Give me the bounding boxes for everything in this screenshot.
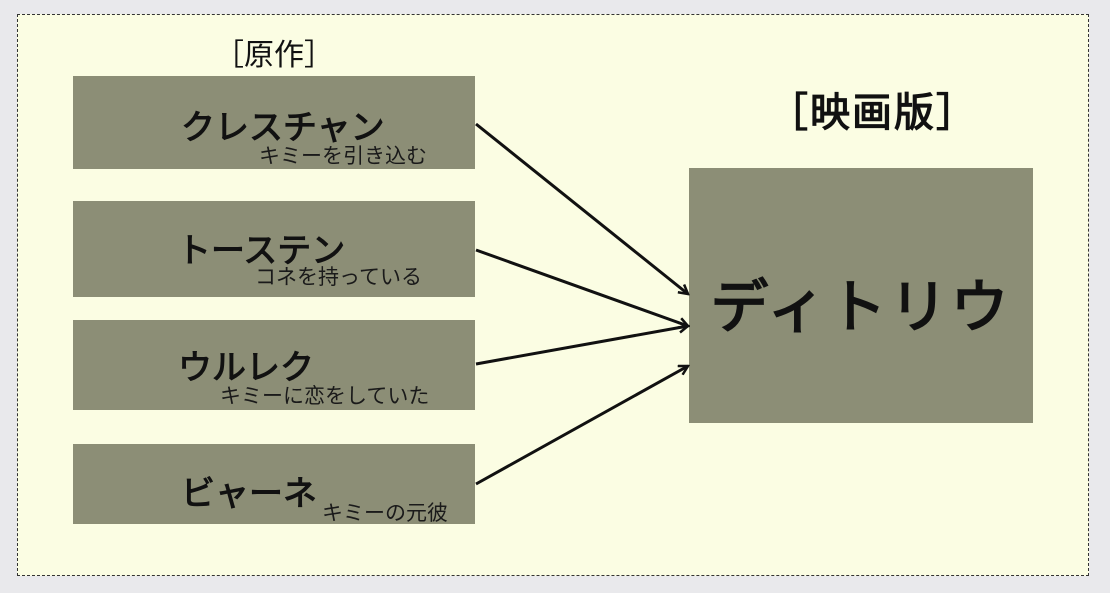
character-name: トーステン xyxy=(177,231,346,271)
original-character-box: クレスチャン キミーを引き込む xyxy=(73,76,475,169)
original-heading: ［原作］ xyxy=(214,38,334,73)
character-name: ウルレク xyxy=(178,348,314,388)
original-character-box: トーステン コネを持っている xyxy=(73,201,475,297)
arrow-2 xyxy=(475,248,688,326)
arrow-3 xyxy=(475,326,688,366)
arrow-1 xyxy=(475,122,688,294)
original-character-box: ウルレク キミーに恋をしていた xyxy=(73,320,475,410)
character-note: コネを持っている xyxy=(255,265,422,289)
original-character-box: ビャーネ キミーの元彼 xyxy=(73,444,475,525)
character-name: クレスチャン xyxy=(181,108,385,148)
character-name: ビャーネ xyxy=(181,474,317,514)
film-character-box: ディトリウ xyxy=(689,168,1033,423)
film-heading: ［映画版］ xyxy=(768,90,978,136)
arrow-4 xyxy=(475,364,688,486)
character-note: キミーを引き込む xyxy=(259,144,427,168)
film-character-name: ディトリウ xyxy=(710,273,1012,341)
character-note: キミーに恋をしていた xyxy=(220,384,430,408)
character-note: キミーの元彼 xyxy=(322,501,448,525)
